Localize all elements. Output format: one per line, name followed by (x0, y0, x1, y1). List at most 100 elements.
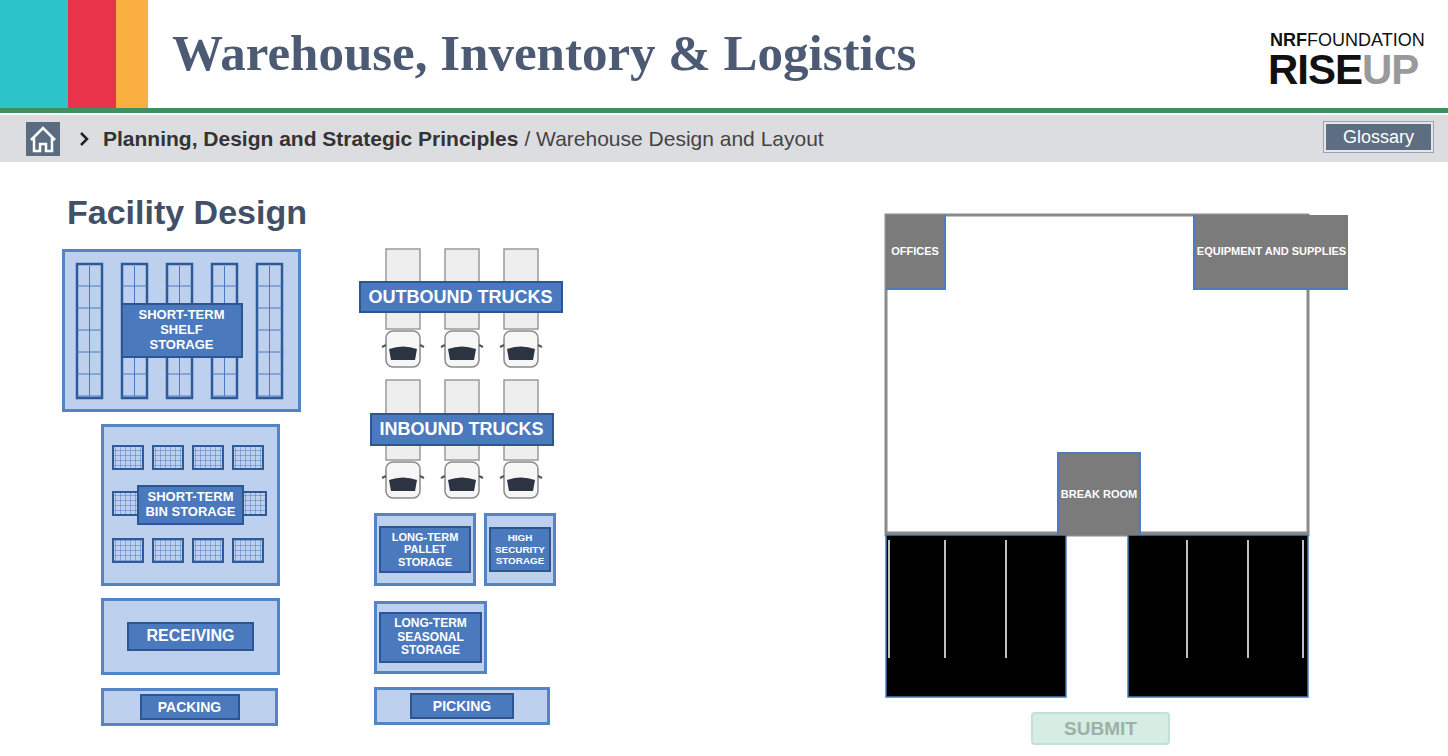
shelf-line (212, 286, 237, 287)
shelf-line (122, 286, 147, 287)
shelf-line (257, 286, 282, 287)
shelf-line (77, 374, 102, 375)
label-plate: SHORT-TERM SHELF STORAGE (121, 303, 243, 358)
truck-cab (386, 331, 420, 367)
bin-crate (193, 446, 223, 469)
shelf-line (122, 374, 147, 375)
logo-text: RISE (1268, 46, 1362, 94)
tile-ground (101, 688, 278, 726)
bin-crate (113, 539, 143, 562)
shelf-line (167, 374, 192, 375)
room-block: OFFICES (886, 215, 946, 290)
box-label: OUTBOUND TRUCKS (369, 287, 553, 308)
shelf-line (257, 308, 282, 309)
area-tile: RECEIVING (101, 598, 280, 675)
tile-ground (484, 513, 556, 586)
loading-dock (886, 535, 1066, 697)
truck-mirror (441, 476, 483, 478)
truck-windshield (389, 347, 417, 361)
box-label: BREAK ROOM (1061, 488, 1137, 502)
storage-tile: LONG-TERM PALLET STORAGE (374, 513, 476, 586)
page-title: Warehouse, Inventory & Logistics (172, 24, 916, 82)
truck-windshield (389, 478, 417, 492)
truck-windshield (448, 478, 476, 492)
label-plate: LONG-TERM PALLET STORAGE (379, 526, 471, 574)
truck-mirror (382, 345, 424, 347)
color-bar (116, 0, 148, 108)
tile-ground (374, 687, 550, 725)
glossary-button: Glossary (1324, 122, 1433, 152)
shelf-line (212, 374, 237, 375)
label-plate: SHORT-TERM BIN STORAGE (137, 485, 244, 525)
truck-tile-label: INBOUND TRUCKS (370, 413, 554, 446)
area-tile: PICKING (374, 687, 550, 725)
shelf-line (167, 396, 192, 397)
truck-mirror (500, 345, 542, 347)
shelf-line (167, 286, 192, 287)
truck-cab (504, 331, 538, 367)
bin-crate (113, 446, 143, 469)
shelf-rack (257, 264, 282, 398)
shelf-line (77, 330, 102, 331)
label-plate: HIGH SECURITY STORAGE (489, 527, 551, 571)
storage-tile: HIGH SECURITY STORAGE (484, 513, 556, 586)
submit-button: SUBMIT (1031, 712, 1170, 745)
color-bar (0, 0, 68, 108)
truck-cab (386, 462, 420, 498)
label-plate: PACKING (140, 694, 240, 720)
shelf-rack (77, 264, 102, 398)
storage-tile: SHORT-TERM BIN STORAGE (101, 424, 280, 586)
section-heading: Facility Design (67, 193, 307, 232)
box-label: EQUIPMENT AND SUPPLIES (1197, 245, 1346, 259)
shelf-line (77, 286, 102, 287)
tile-ground (101, 598, 280, 675)
bin-crate (153, 446, 183, 469)
room-block: EQUIPMENT AND SUPPLIES (1193, 215, 1348, 290)
label-plate: PICKING (410, 693, 514, 719)
breadcrumb-text: / Warehouse Design and Layout (524, 127, 823, 151)
home-button (26, 122, 60, 156)
truck-cab (445, 462, 479, 498)
truck-mirror (500, 476, 542, 478)
tile-ground (101, 424, 280, 586)
box-label: INBOUND TRUCKS (380, 419, 544, 440)
storage-tile: LONG-TERM SEASONAL STORAGE (374, 601, 487, 674)
tile-ground (374, 513, 476, 586)
room-block: BREAK ROOM (1057, 452, 1141, 535)
tile-ground (62, 249, 301, 412)
truck-cab (445, 331, 479, 367)
label-plate: LONG-TERM SEASONAL STORAGE (379, 612, 482, 663)
breadcrumb-text: Planning, Design and Strategic Principle… (103, 127, 518, 151)
shelf-line (77, 352, 102, 353)
loading-dock (1128, 535, 1308, 697)
bin-crate (193, 539, 223, 562)
logo-text: UP (1362, 46, 1418, 94)
home-icon (31, 128, 55, 151)
box-label: SUBMIT (1064, 718, 1137, 740)
label-plate: RECEIVING (127, 622, 254, 650)
truck-windshield (507, 478, 535, 492)
area-tile: PACKING (101, 688, 278, 726)
header-rule (0, 108, 1448, 113)
truck-mirror (441, 345, 483, 347)
shelf-line (77, 396, 102, 397)
box-label: Glossary (1343, 127, 1414, 148)
storage-tile: SHORT-TERM SHELF STORAGE (62, 249, 301, 412)
breadcrumb-bar (0, 115, 1448, 162)
truck-windshield (448, 347, 476, 361)
chevron-icon (81, 133, 87, 145)
bin-crate (233, 446, 263, 469)
bin-crate (153, 539, 183, 562)
tile-ground (374, 601, 487, 674)
shelf-line (257, 330, 282, 331)
truck-tile-label: OUTBOUND TRUCKS (359, 281, 563, 313)
shelf-line (257, 352, 282, 353)
truck-mirror (382, 476, 424, 478)
shelf-line (257, 396, 282, 397)
box-label: OFFICES (891, 245, 939, 259)
truck-cab (504, 462, 538, 498)
shelf-line (122, 396, 147, 397)
dock-divider (889, 540, 1303, 658)
color-bar (68, 0, 116, 108)
truck-windshield (507, 347, 535, 361)
